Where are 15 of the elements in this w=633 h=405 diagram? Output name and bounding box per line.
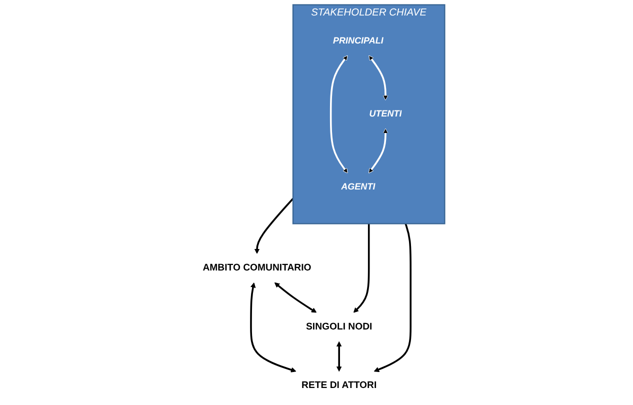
arrow — [330, 55, 348, 174]
arrow — [336, 341, 342, 372]
arrow — [274, 282, 317, 313]
node-text: UTENTI — [369, 108, 402, 119]
arrow — [250, 282, 296, 372]
node-text: PRINCIPALI — [332, 36, 384, 46]
arrow — [254, 198, 294, 254]
arrow — [374, 223, 412, 372]
arrow — [368, 128, 388, 174]
arrow — [353, 224, 370, 313]
node-text: AMBITO COMUNITARIO — [202, 262, 312, 273]
arrow — [368, 55, 388, 101]
node-text: AGENTI — [341, 182, 376, 192]
node-text: SINGOLI NODI — [306, 322, 372, 332]
node-text: RETE DI ATTORI — [302, 380, 377, 391]
